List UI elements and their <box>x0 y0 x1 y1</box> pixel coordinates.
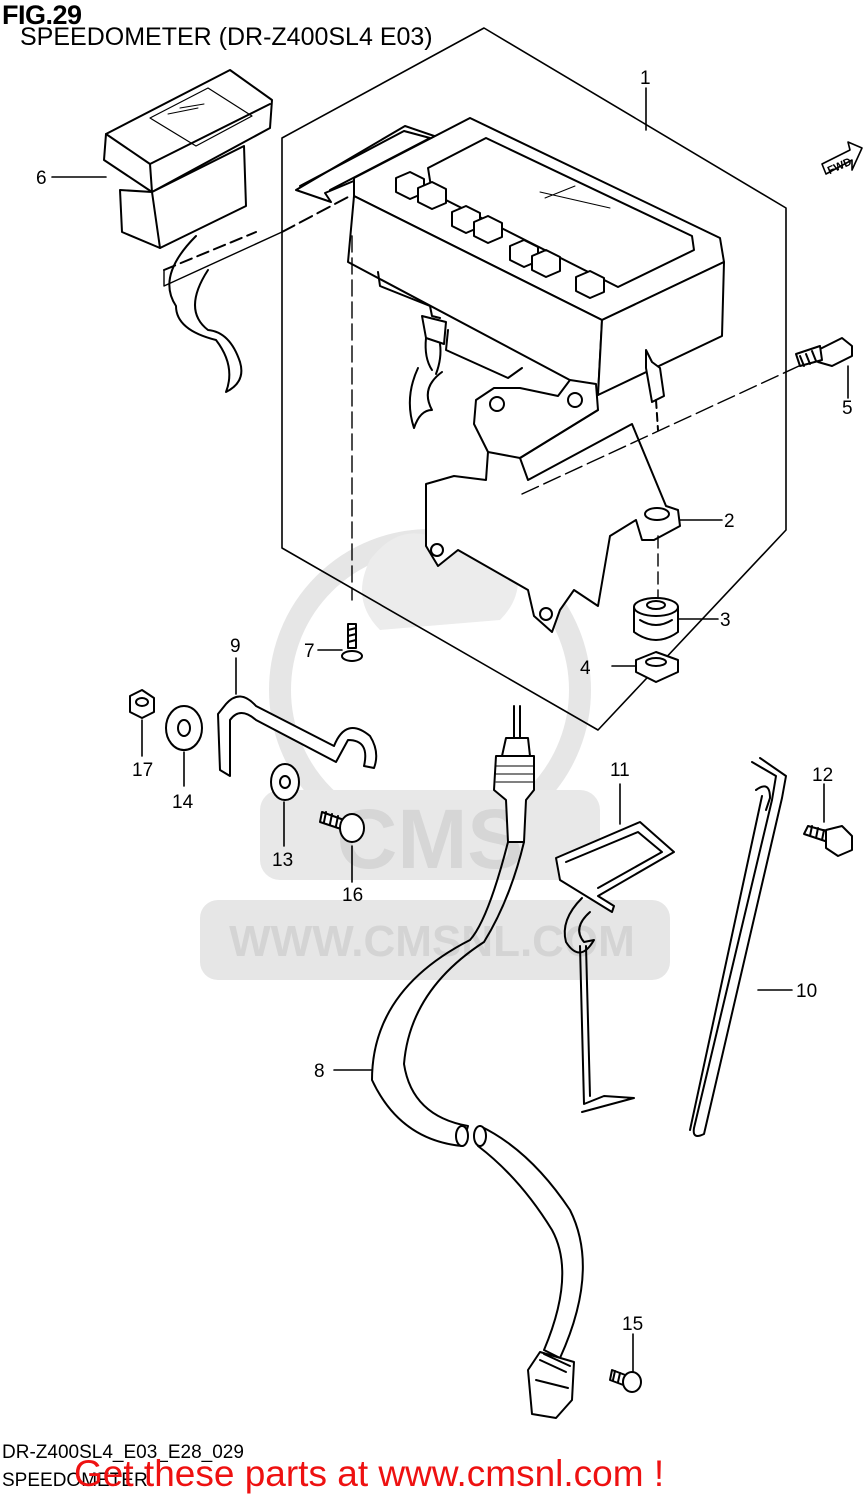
screw-7 <box>341 623 363 662</box>
washer-13 <box>270 763 300 801</box>
assembly-frame <box>281 27 787 731</box>
promo-link[interactable]: Get these parts at www.cmsnl.com ! <box>74 1453 665 1494</box>
clamp-9 <box>217 695 378 777</box>
callout-numbers: 1 2 3 4 5 6 7 8 9 10 11 12 13 14 15 16 1… <box>36 68 853 1335</box>
callout-13: 13 <box>272 850 293 871</box>
callout-17: 17 <box>132 760 153 781</box>
mount-centerline <box>521 359 813 495</box>
callout-3: 3 <box>720 610 731 631</box>
screw-15 <box>609 1369 642 1393</box>
reference-name: SPEEDOMETER <box>2 1470 148 1491</box>
watermark-brand: CMS <box>337 792 524 886</box>
callout-1: 1 <box>640 68 651 89</box>
callout-15: 15 <box>622 1314 643 1335</box>
speedometer-cable <box>371 705 584 1419</box>
leader-lines <box>51 87 849 1373</box>
bracket <box>425 379 681 633</box>
watermark-url: WWW.CMSNL.COM <box>229 917 635 966</box>
speedometer-body <box>295 117 725 431</box>
lamp-socket <box>103 69 351 393</box>
callout-5: 5 <box>842 398 853 419</box>
callout-8: 8 <box>314 1061 325 1082</box>
cushion <box>633 597 679 641</box>
nut-4 <box>635 651 679 683</box>
meter-buttons <box>395 171 605 299</box>
callout-14: 14 <box>172 792 194 813</box>
figure-number: FIG.29 <box>2 0 82 30</box>
washer-14 <box>165 705 203 751</box>
callout-9: 9 <box>230 636 241 657</box>
callout-10: 10 <box>796 981 817 1002</box>
reference-code: DR-Z400SL4_E03_E28_029 <box>2 1442 244 1463</box>
callout-6: 6 <box>36 168 47 189</box>
bolt-5 <box>795 337 853 367</box>
long-clamp <box>689 757 787 1137</box>
callout-4: 4 <box>580 658 591 679</box>
nut-17 <box>129 689 155 719</box>
callout-11: 11 <box>610 760 630 781</box>
callout-16: 16 <box>342 885 363 906</box>
callout-12: 12 <box>812 765 833 786</box>
fwd-arrow <box>821 141 863 175</box>
figure-subtitle: SPEEDOMETER (DR-Z400SL4 E03) <box>20 23 433 51</box>
bolt-12 <box>803 825 853 857</box>
fwd-label: FWD <box>826 156 854 177</box>
screw-16 <box>319 811 365 843</box>
callout-2: 2 <box>724 511 735 532</box>
cable-guide <box>555 821 675 1113</box>
callout-7: 7 <box>304 641 315 662</box>
